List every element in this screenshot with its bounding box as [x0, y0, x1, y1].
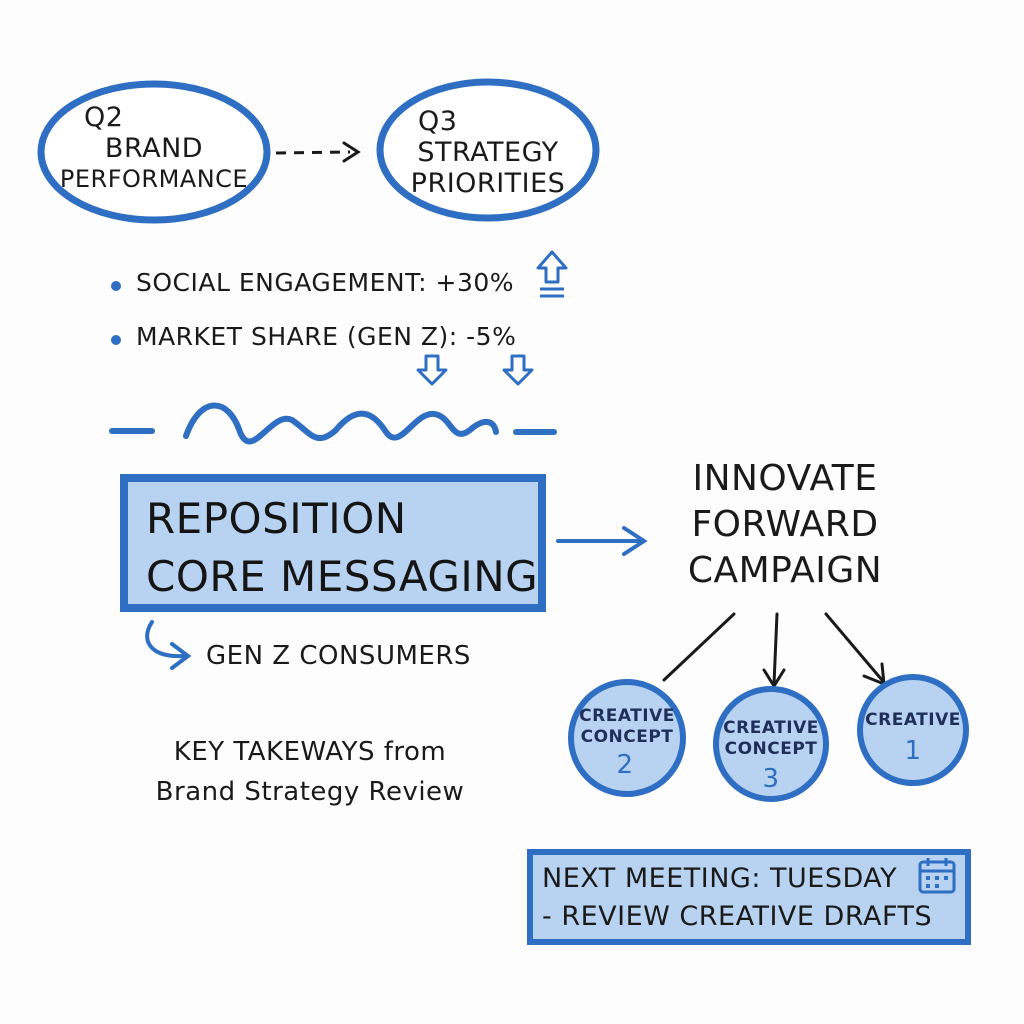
concept-3-number: 3 — [762, 764, 780, 794]
up-arrow-icon — [536, 250, 568, 298]
concept-3-label2: CONCEPT — [724, 739, 818, 759]
next-meeting-text: NEXT MEETING: TUESDAY - REVIEW CREATIVE … — [542, 860, 932, 936]
next-meeting-line2: - REVIEW CREATIVE DRAFTS — [542, 901, 933, 932]
down-arrow-icon — [502, 354, 534, 386]
concept-circle — [713, 686, 829, 802]
campaign-line3: CAMPAIGN — [687, 550, 883, 591]
q3-line2: STRATEGY — [417, 137, 559, 168]
dashed-arrow-icon — [275, 141, 361, 163]
concept-2-number: 2 — [616, 750, 634, 780]
concept-2-label2: CONCEPT — [580, 727, 674, 747]
concept-circle — [857, 674, 969, 786]
reposition-box — [120, 474, 546, 612]
campaign-line1: INNOVATE — [692, 458, 878, 499]
takeaways-line2: Brand Strategy Review — [155, 777, 465, 807]
concept-2-label1: CREATIVE — [579, 706, 675, 726]
q3-line3: PRIORITIES — [410, 168, 566, 199]
bullet-dot — [111, 281, 121, 291]
concept-1-label1: CREATIVE — [865, 710, 961, 730]
curved-arrow-icon — [145, 620, 192, 670]
q2-line1: Q2 — [84, 102, 124, 133]
q2-line3: PERFORMANCE — [59, 165, 249, 193]
wavy-divider — [109, 402, 557, 445]
arrow-right-icon — [556, 526, 648, 556]
campaign-line2: FORWARD — [691, 504, 879, 545]
metric-social-engagement: SOCIAL ENGAGEMENT: +30% — [136, 268, 515, 297]
campaign-title: INNOVATE FORWARD CAMPAIGN — [660, 456, 910, 594]
q3-line1: Q3 — [418, 106, 458, 137]
calendar-icon — [918, 858, 956, 894]
q2-oval — [37, 80, 271, 224]
reposition-line1: REPOSITION — [146, 494, 407, 543]
concept-3-label1: CREATIVE — [723, 718, 819, 738]
concept-circle — [568, 679, 686, 797]
q3-oval — [376, 78, 600, 222]
q3-oval-label: Q3 STRATEGY PRIORITIES — [388, 106, 588, 199]
metric-market-share: MARKET SHARE (GEN Z): -5% — [136, 322, 517, 351]
reposition-line2: CORE MESSAGING — [146, 552, 539, 601]
bullet-dot — [111, 335, 121, 345]
down-arrow-icon — [416, 354, 448, 386]
branch-arrows — [662, 612, 886, 689]
concept-1-label: CREATIVE — [863, 710, 963, 731]
concept-3-label: CREATIVE CONCEPT — [721, 718, 821, 760]
reposition-box-label: REPOSITION CORE MESSAGING — [146, 490, 538, 606]
takeaways-line1: KEY TAKEWAYS from — [173, 737, 447, 767]
takeaways-caption: KEY TAKEWAYS from Brand Strategy Review — [140, 732, 480, 812]
concept-1-number: 1 — [904, 736, 922, 766]
concept-2-label: CREATIVE CONCEPT — [577, 706, 677, 748]
q2-oval-label: Q2 BRAND PERFORMANCE — [54, 102, 254, 195]
next-meeting-box — [527, 849, 971, 945]
next-meeting-line1: NEXT MEETING: TUESDAY — [542, 863, 898, 894]
q2-line2: BRAND — [104, 133, 204, 164]
target-audience: GEN Z CONSUMERS — [206, 641, 471, 671]
